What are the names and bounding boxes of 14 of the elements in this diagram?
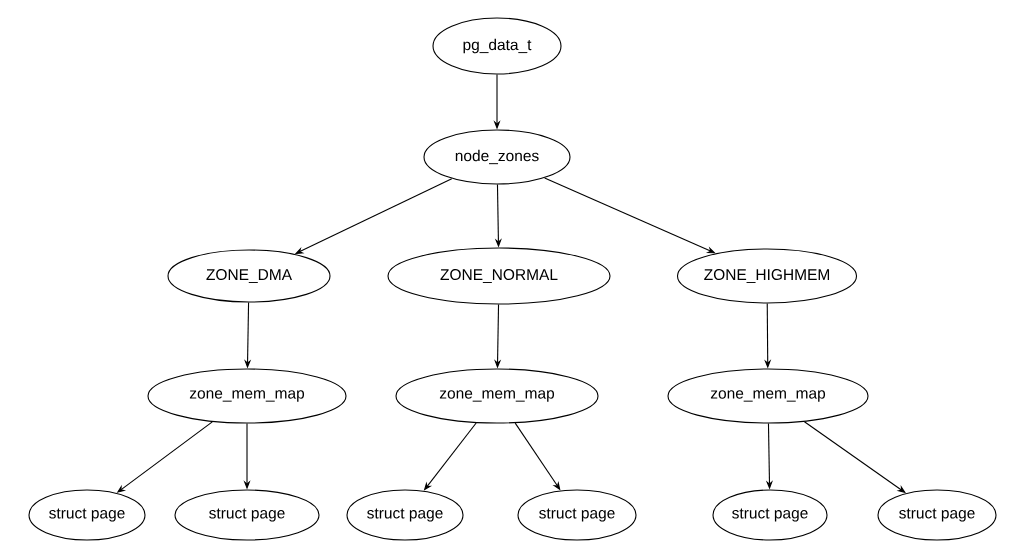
ellipse-node: ZONE_NORMAL — [387, 247, 611, 305]
ellipse-node: struct page — [517, 489, 637, 541]
ellipse-node: node_zones — [423, 129, 571, 185]
ellipse-node: struct page — [877, 489, 997, 541]
ellipse-node: pg_data_t — [432, 17, 562, 75]
ellipse-node: zone_mem_map — [667, 368, 869, 424]
ellipse-node: struct page — [174, 489, 320, 541]
ellipse-node: zone_mem_map — [395, 368, 599, 424]
ellipse-node: struct page — [346, 489, 464, 541]
ellipse-node: ZONE_HIGHMEM — [676, 248, 858, 304]
ellipse-node: struct page — [712, 489, 828, 541]
ellipse-node: ZONE_DMA — [167, 249, 331, 303]
ellipse-node: struct page — [28, 489, 146, 541]
ellipse-node: zone_mem_map — [147, 368, 347, 424]
